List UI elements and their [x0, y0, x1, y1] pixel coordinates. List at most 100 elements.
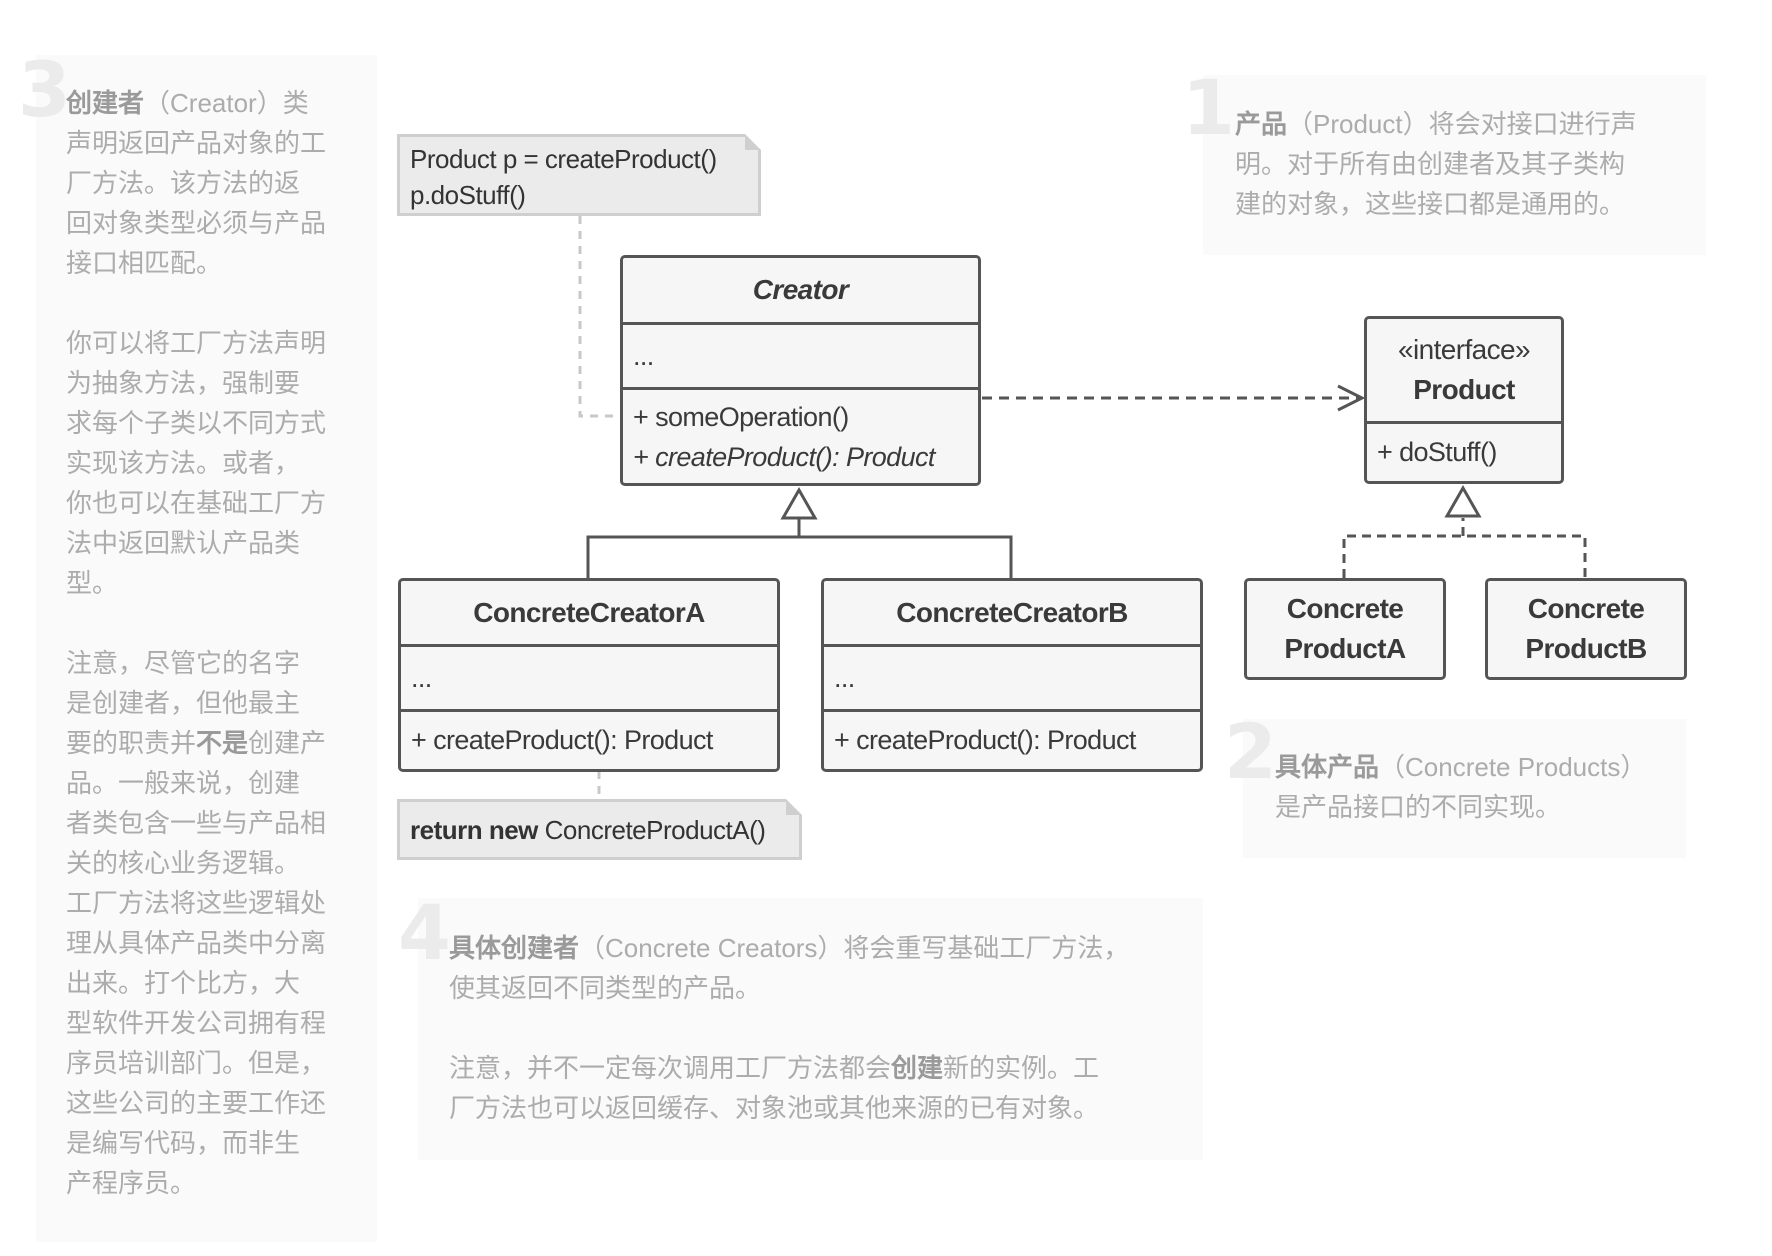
class-fields: ... [824, 644, 1200, 709]
text-line: 厂方法也可以返回缓存、对象池或其他来源的已有对象。 [449, 1088, 1129, 1128]
text-segment: 创建产 [248, 728, 327, 758]
text-line: 法中返回默认产品类 [66, 523, 326, 563]
text-segment: 注意，尽管它的名字 [66, 648, 301, 678]
step-number-1: 1 [1182, 63, 1235, 152]
text-segment: 产程序员。 [66, 1168, 197, 1198]
note-line: Product p = createProduct() [410, 144, 717, 174]
class-name-line: ProductA [1284, 633, 1406, 664]
text-line: 实现该方法。或者， [66, 443, 326, 483]
concrete-creator-b-class: ConcreteCreatorB ... + createProduct(): … [821, 578, 1203, 772]
stereotype: «interface» [1398, 334, 1531, 365]
text-segment: 品。一般来说，创建 [66, 768, 301, 798]
text-segment: 声明返回产品对象的工 [66, 128, 327, 158]
note-fold-corner [745, 134, 761, 150]
product-explanation-panel [1203, 75, 1706, 255]
class-name: ConcreteCreatorA [473, 596, 705, 628]
concrete-products-explanation-text: 具体产品（Concrete Products）是产品接口的不同实现。 [1275, 747, 1646, 827]
class-name: Concrete ProductB [1488, 581, 1684, 677]
note-line: p.doStuff() [410, 180, 526, 210]
emphasized-text: 创建 [891, 1053, 944, 1083]
text-line: 回对象类型必须与产品 [66, 203, 326, 243]
class-methods: + someOperation() + createProduct(): Pro… [623, 387, 978, 483]
concrete-product-b-class: Concrete ProductB [1485, 578, 1687, 680]
text-segment: 序员培训部门。但是， [66, 1048, 327, 1078]
text-segment: （Concrete Creators）将会重写基础工厂方法， [579, 933, 1130, 963]
method: + someOperation() [633, 401, 849, 432]
text-line: 产品（Product）将会对接口进行声 [1235, 104, 1637, 144]
cca-code-note: return new ConcreteProductA() [397, 799, 802, 860]
concrete-product-a-class: Concrete ProductA [1244, 578, 1446, 680]
text-segment: 求每个子类以不同方式 [66, 408, 327, 438]
text-line: 出来。打个比方，大 [66, 963, 326, 1003]
creator-explanation-panel [36, 55, 377, 1242]
emphasized-text: 具体创建者 [449, 933, 580, 963]
step-number-3: 3 [18, 45, 71, 134]
text-segment: （Concrete Products） [1379, 752, 1647, 782]
text-line: 是编写代码，而非生 [66, 1123, 326, 1163]
text-segment: 厂方法也可以返回缓存、对象池或其他来源的已有对象。 [449, 1093, 1100, 1123]
text-line: 型软件开发公司拥有程 [66, 1003, 326, 1043]
text-segment: 出来。打个比方，大 [66, 968, 301, 998]
text-line: 厂方法。该方法的返 [66, 163, 326, 203]
emphasized-text: 不是 [196, 728, 249, 758]
text-segment: 新的实例。工 [943, 1053, 1100, 1083]
text-line: 注意，尽管它的名字 [66, 643, 326, 683]
method: + doStuff() [1377, 437, 1497, 467]
product-explanation-text: 产品（Product）将会对接口进行声明。对于所有由创建者及其子类构建的对象，这… [1235, 104, 1637, 224]
text-line: 品。一般来说，创建 [66, 763, 326, 803]
class-name: Creator [752, 274, 849, 305]
class-fields: ... [623, 322, 978, 387]
step-number-2: 2 [1224, 707, 1277, 796]
text-segment: 你可以将工厂方法声明 [66, 328, 327, 358]
text-segment: （Creator）类 [144, 88, 309, 118]
text-segment: 者类包含一些与产品相 [66, 808, 327, 838]
text-segment: 厂方法。该方法的返 [66, 168, 301, 198]
text-segment: 这些公司的主要工作还 [66, 1088, 327, 1118]
creator-class: Creator ... + someOperation() + createPr… [620, 255, 981, 486]
text-line: 建的对象，这些接口都是通用的。 [1235, 184, 1637, 224]
creator-code-note: Product p = createProduct() p.doStuff() [397, 134, 761, 216]
concrete-creators-explanation-panel [418, 898, 1203, 1160]
text-line: 接口相匹配。 [66, 243, 326, 283]
text-line: 注意，并不一定每次调用工厂方法都会创建新的实例。工 [449, 1048, 1129, 1088]
step-number-4: 4 [398, 888, 451, 977]
text-line: 产程序员。 [66, 1163, 326, 1203]
text-line: 明。对于所有由创建者及其子类构 [1235, 144, 1637, 184]
text-segment: 要的职责并 [66, 728, 197, 758]
text-line: 你可以将工厂方法声明 [66, 323, 326, 363]
emphasized-text: 产品 [1235, 109, 1288, 139]
text-line: 声明返回产品对象的工 [66, 123, 326, 163]
note-text: ConcreteProductA() [537, 815, 766, 845]
text-line: 是创建者，但他最主 [66, 683, 326, 723]
text-segment: 回对象类型必须与产品 [66, 208, 327, 238]
text-segment: 实现该方法。或者， [66, 448, 301, 478]
class-methods: + createProduct(): Product [401, 709, 777, 769]
class-name: ConcreteCreatorB [896, 596, 1128, 628]
text-segment: （Product）将会对接口进行声 [1287, 109, 1637, 139]
text-line: 工厂方法将这些逻辑处 [66, 883, 326, 923]
class-fields: ... [401, 644, 777, 709]
class-methods: + doStuff() [1367, 421, 1561, 481]
emphasized-text: 创建者 [66, 88, 145, 118]
text-line: 求每个子类以不同方式 [66, 403, 326, 443]
text-line: 型。 [66, 563, 326, 603]
text-segment: 为抽象方法，强制要 [66, 368, 301, 398]
creator-inheritance-triangle [780, 486, 818, 520]
note-fold-corner [786, 799, 802, 815]
product-realization-lines [1342, 518, 1587, 578]
text-segment: 理从具体产品类中分离 [66, 928, 327, 958]
note-keyword: return new [410, 815, 538, 845]
text-segment: 型软件开发公司拥有程 [66, 1008, 327, 1038]
text-line: 为抽象方法，强制要 [66, 363, 326, 403]
text-segment: 使其返回不同类型的产品。 [449, 973, 762, 1003]
class-name-line: Concrete [1527, 593, 1645, 624]
method: + createProduct(): Product [633, 441, 935, 472]
class-methods: + createProduct(): Product [824, 709, 1200, 769]
text-segment: 是创建者，但他最主 [66, 688, 301, 718]
text-line: 者类包含一些与产品相 [66, 803, 326, 843]
class-name: Concrete ProductA [1247, 581, 1443, 677]
text-line: 理从具体产品类中分离 [66, 923, 326, 963]
text-line: 序员培训部门。但是， [66, 1043, 326, 1083]
text-segment: 明。对于所有由创建者及其子类构 [1235, 149, 1626, 179]
